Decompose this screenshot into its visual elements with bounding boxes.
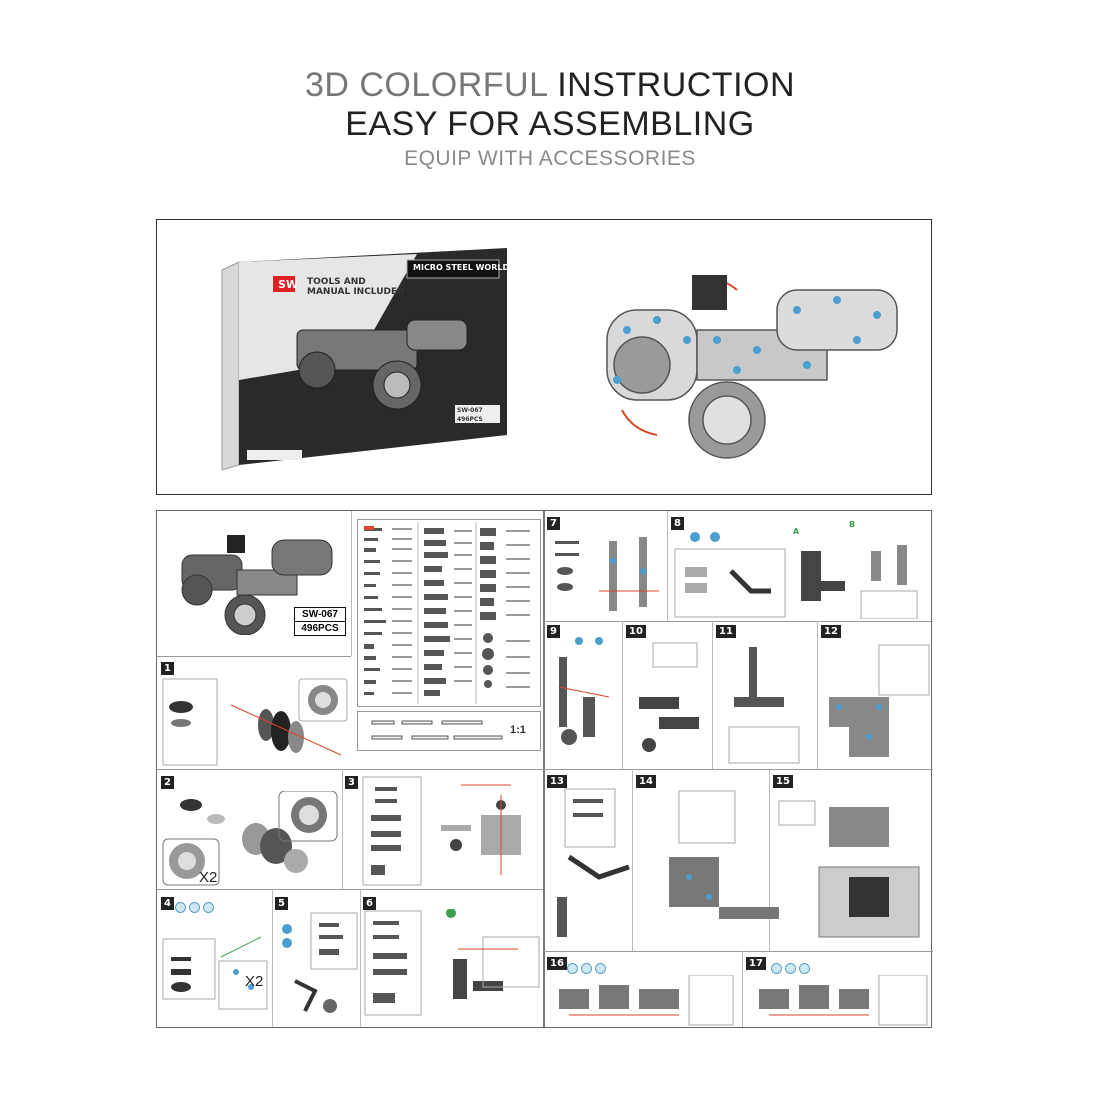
callout-label: B <box>849 520 856 529</box>
step-number: 9 <box>547 625 560 638</box>
multiplier-label: X2 <box>199 869 218 886</box>
section-divider <box>272 889 273 1027</box>
step-number: 17 <box>746 957 766 970</box>
step-number: 3 <box>345 776 358 789</box>
section-divider <box>622 621 623 769</box>
manual-pieces-badge: 496PCS <box>294 621 346 636</box>
headline-line-1: 3D COLORFUL INSTRUCTION <box>0 66 1100 105</box>
step-number: 14 <box>636 775 656 788</box>
box-pieces: 496PCS <box>457 416 483 423</box>
headline-line-2: EASY FOR ASSEMBLING <box>345 105 755 143</box>
manual-model-badge: SW-067 <box>294 607 346 622</box>
section-divider <box>543 951 933 952</box>
section-divider <box>632 769 633 951</box>
section-divider <box>157 889 543 890</box>
step-number: 7 <box>547 517 560 530</box>
section-divider <box>351 511 352 656</box>
step-number: 4 <box>161 897 174 910</box>
section-divider <box>342 769 343 889</box>
section-divider <box>712 621 713 769</box>
step-3-illustration <box>362 776 521 886</box>
box-model: SW-067 <box>457 407 483 414</box>
step-17-color-keys <box>771 961 813 979</box>
manual-cover-model <box>181 535 333 635</box>
step-2-illustration <box>162 791 338 886</box>
section-divider <box>742 951 743 1027</box>
instruction-manual-spread: SW-067 496PCS <box>156 510 933 1028</box>
step-number: 10 <box>626 625 646 638</box>
section-divider <box>157 769 933 770</box>
section-divider <box>157 656 351 657</box>
step-number: 6 <box>363 897 376 910</box>
parts-list-icons <box>364 522 530 704</box>
headline-light-text: 3D COLORFUL <box>304 66 548 104</box>
step-number: 1 <box>161 662 174 675</box>
scale-ruler-panel: 1:1 <box>357 711 541 751</box>
section-divider <box>543 621 933 622</box>
multiplier-label: X2 <box>245 973 264 990</box>
step-16-color-keys <box>567 961 609 979</box>
product-box-illustration <box>221 248 507 471</box>
step-7-illustration <box>555 537 659 611</box>
parts-list-panel <box>357 519 541 707</box>
step-number: 15 <box>773 775 793 788</box>
scale-ruler-icons <box>371 720 503 740</box>
steps-13-to-15-illustration <box>557 788 920 938</box>
scale-label: 1:1 <box>510 724 526 736</box>
step-number: 5 <box>275 897 288 910</box>
assembled-trike-illustration <box>606 275 898 459</box>
box-logo: SW <box>278 278 299 291</box>
box-tools-text-2: MANUAL INCLUDED <box>307 287 405 297</box>
box-tools-text-1: TOOLS AND <box>307 277 366 287</box>
section-divider <box>817 621 818 769</box>
callout-label: A <box>793 527 800 536</box>
steps-16-to-17-illustration <box>559 975 928 1026</box>
headline-line-3: EQUIP WITH ACCESSORIES <box>404 147 696 170</box>
step-1-illustration <box>162 678 348 766</box>
headline-dark-text: INSTRUCTION <box>557 66 796 104</box>
step-8-illustration <box>674 532 918 619</box>
step-number: 12 <box>821 625 841 638</box>
step-number: 16 <box>547 957 567 970</box>
step-4-illustration <box>162 936 268 1010</box>
section-divider <box>769 769 770 951</box>
section-divider <box>667 511 668 621</box>
step-4-color-keys <box>175 900 217 918</box>
step-number: 13 <box>547 775 567 788</box>
step-number: 8 <box>671 517 684 530</box>
step-5-illustration <box>282 912 358 1013</box>
step-6-illustration <box>364 909 540 1016</box>
step-number: 2 <box>161 776 174 789</box>
box-brand: MICRO STEEL WORLD <box>413 263 510 272</box>
section-divider <box>360 889 361 1027</box>
product-showcase-frame: SW TOOLS AND MANUAL INCLUDED MICRO STEEL… <box>156 219 932 495</box>
step-number: 11 <box>716 625 736 638</box>
steps-9-to-12-illustration <box>558 637 930 764</box>
